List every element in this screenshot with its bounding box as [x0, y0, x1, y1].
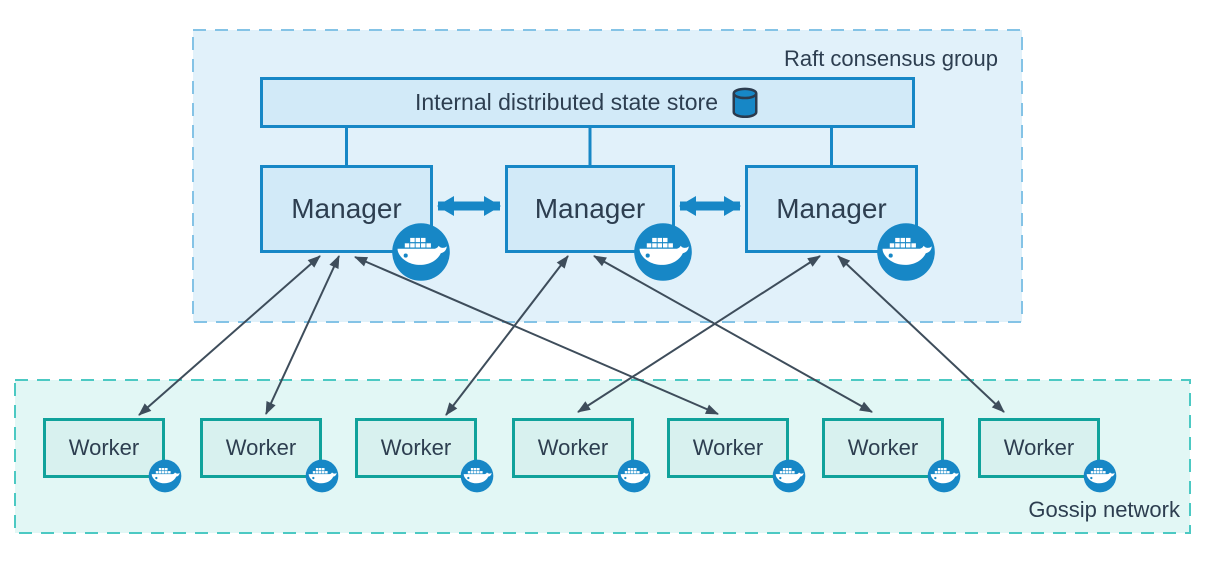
worker-label: Worker	[225, 435, 297, 460]
state-store-box: Internal distributed state store	[260, 77, 915, 128]
worker-node-1: Worker	[43, 418, 165, 478]
worker-label: Worker	[847, 435, 919, 460]
worker-label: Worker	[537, 435, 609, 460]
raft-group-label: Raft consensus group	[783, 46, 998, 71]
gossip-network-label: Gossip network	[1028, 497, 1180, 522]
docker-whale-icon	[148, 459, 182, 493]
docker-whale-icon	[460, 459, 494, 493]
docker-whale-icon	[633, 222, 693, 282]
manager-label: Manager	[534, 193, 646, 224]
docker-whale-icon	[927, 459, 961, 493]
manager-label: Manager	[776, 193, 887, 224]
docker-whale-icon	[617, 459, 651, 493]
worker-label: Worker	[68, 435, 140, 460]
worker-label: Worker	[692, 435, 764, 460]
manager-worker-arrow	[837, 255, 1005, 413]
docker-whale-icon	[305, 459, 339, 493]
manager-label: Manager	[291, 193, 402, 224]
worker-node-6: Worker	[822, 418, 944, 478]
manager-worker-arrow	[265, 255, 340, 415]
manager-worker-arrow	[445, 255, 569, 416]
docker-whale-icon	[391, 222, 451, 282]
worker-node-5: Worker	[667, 418, 789, 478]
worker-label: Worker	[1003, 435, 1075, 460]
worker-label: Worker	[380, 435, 452, 460]
worker-node-3: Worker	[355, 418, 477, 478]
docker-whale-icon	[1083, 459, 1117, 493]
docker-whale-icon	[772, 459, 806, 493]
database-cylinder-icon	[732, 87, 758, 118]
state-store-label: Internal distributed state store	[415, 89, 718, 115]
manager-worker-arrow	[577, 255, 821, 413]
worker-node-4: Worker	[512, 418, 634, 478]
worker-node-2: Worker	[200, 418, 322, 478]
manager-worker-arrow	[138, 255, 321, 416]
worker-node-7: Worker	[978, 418, 1100, 478]
docker-whale-icon	[876, 222, 936, 282]
